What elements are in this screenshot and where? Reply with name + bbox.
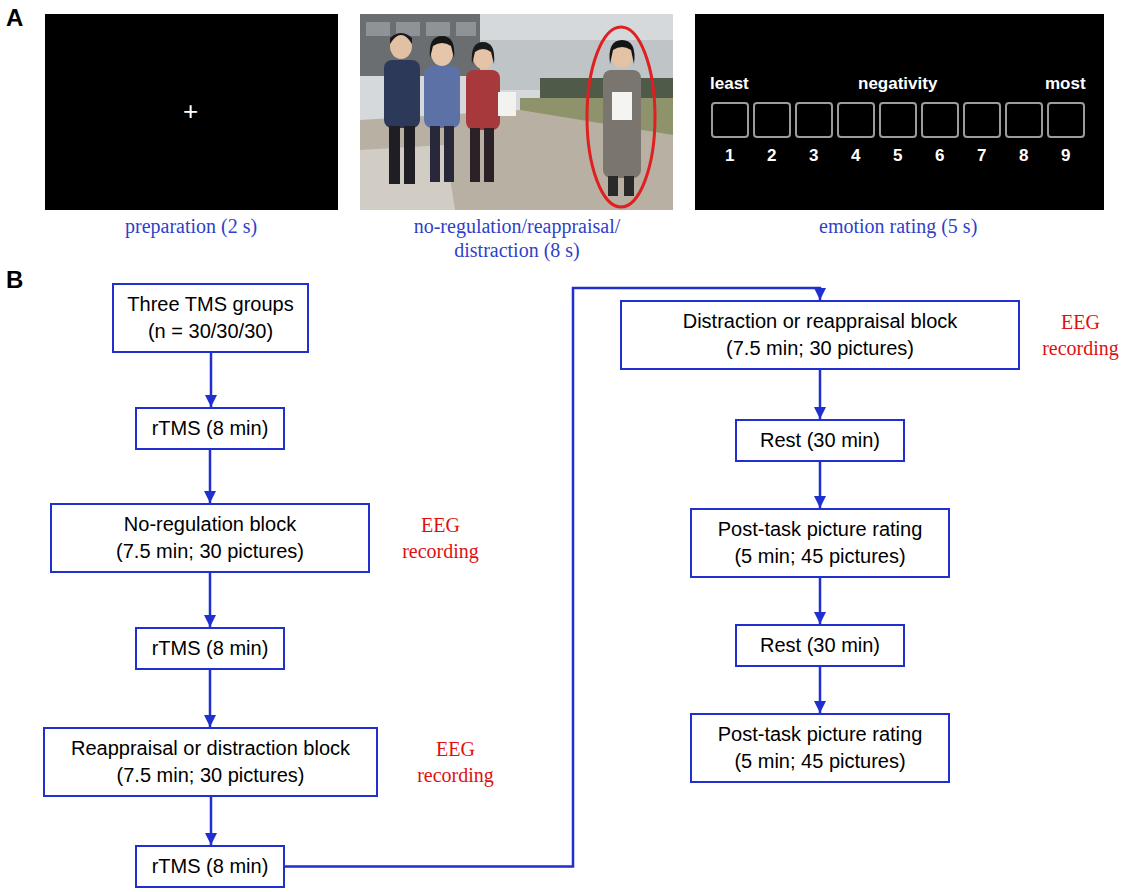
rtms-box: rTMS (8 min) — [135, 407, 285, 450]
flow-arrow — [210, 353, 213, 407]
box-text: Post-task picture rating (5 min; 45 pict… — [713, 721, 928, 775]
drawing-part — [430, 36, 455, 58]
box-text: Three TMS groups (n = 30/30/30) — [124, 291, 297, 345]
eeg-note: EEG recording — [1033, 309, 1128, 361]
drawing-part — [466, 70, 500, 130]
box-text: rTMS (8 min) — [152, 853, 269, 880]
flow-arrow — [819, 667, 822, 713]
flow-arrow — [819, 578, 822, 624]
box-text: Distraction or reappraisal block (7.5 mi… — [673, 308, 968, 362]
panel-letter: A — [6, 4, 23, 32]
stage-caption: no-regulation/reappraisal/ distraction (… — [386, 214, 648, 262]
stage-caption: preparation (2 s) — [125, 214, 257, 238]
rating-box: Post-task picture rating (5 min; 45 pict… — [690, 508, 950, 578]
flow-arrow — [819, 370, 822, 419]
drawing-part — [456, 22, 476, 36]
drawing-part — [472, 42, 495, 64]
scale-number: 8 — [1019, 146, 1028, 166]
scale-number: 4 — [851, 146, 860, 166]
drawing-part — [624, 176, 634, 196]
drawing-part — [964, 103, 1000, 137]
block-box: No-regulation block (7.5 min; 30 picture… — [50, 503, 370, 573]
drawing-part — [360, 14, 480, 76]
flow-arrow — [209, 450, 212, 503]
scale-end-label: least — [710, 74, 749, 94]
box-text: Post-task picture rating (5 min; 45 pict… — [713, 516, 928, 570]
scale-number: 9 — [1061, 146, 1070, 166]
box-text: Rest (30 min) — [760, 427, 880, 454]
fixation-cross: + — [183, 98, 198, 124]
box-text: No-regulation block (7.5 min; 30 picture… — [110, 511, 310, 565]
flow-arrow — [210, 797, 213, 845]
panel-letter: B — [6, 266, 23, 294]
box-text: rTMS (8 min) — [152, 635, 269, 662]
rtms-box: rTMS (8 min) — [135, 845, 285, 888]
drawing-part — [587, 27, 655, 207]
rating-box: Post-task picture rating (5 min; 45 pict… — [690, 713, 950, 783]
drawing-part — [484, 128, 494, 182]
scale-number: 2 — [767, 146, 776, 166]
flow-arrow — [819, 462, 822, 508]
rating-boxes — [712, 103, 1084, 137]
drawing-part — [444, 126, 454, 182]
rating-screen — [695, 14, 1104, 210]
drawing-part — [612, 92, 632, 120]
eeg-note: EEG recording — [408, 736, 503, 788]
block-box: Reappraisal or distraction block (7.5 mi… — [43, 727, 378, 797]
drawing-part — [603, 70, 641, 178]
drawing-part — [838, 103, 874, 137]
groups-box: Three TMS groups (n = 30/30/30) — [112, 283, 309, 353]
scale-number: 5 — [893, 146, 902, 166]
drawing-part — [712, 103, 748, 137]
drawing-part — [366, 22, 390, 36]
drawing-part — [610, 40, 635, 64]
flow-arrow — [209, 670, 212, 727]
scale-number: 6 — [935, 146, 944, 166]
drawing-part — [1048, 103, 1084, 137]
rest-box: Rest (30 min) — [735, 624, 905, 667]
stage-caption: emotion rating (5 s) — [819, 214, 977, 238]
drawing-part — [1006, 103, 1042, 137]
drawing-part — [404, 126, 415, 184]
flow-arrow — [209, 573, 212, 627]
scale-number: 1 — [725, 146, 734, 166]
drawing-part — [390, 33, 412, 44]
drawing-part — [390, 33, 412, 59]
scale-title: negativity — [858, 74, 937, 94]
drawing-part — [426, 22, 450, 36]
scale-number: 7 — [977, 146, 986, 166]
drawing-part — [880, 103, 916, 137]
drawing-part — [754, 103, 790, 137]
drawing-part — [384, 60, 420, 128]
drawing-part — [360, 14, 673, 210]
fixation-screen — [45, 14, 338, 210]
drawing-part — [608, 176, 618, 196]
drawing-part — [498, 92, 516, 116]
eeg-note: EEG recording — [393, 512, 488, 564]
drawing-part — [424, 66, 460, 128]
drawing-part — [470, 128, 480, 182]
scale-end-label: most — [1045, 74, 1086, 94]
drawing-part — [389, 126, 400, 184]
block-box: Distraction or reappraisal block (7.5 mi… — [620, 300, 1020, 370]
drawing-part — [922, 103, 958, 137]
photo-stimulus — [360, 14, 673, 210]
rest-box: Rest (30 min) — [735, 419, 905, 462]
box-text: rTMS (8 min) — [152, 415, 269, 442]
box-text: Reappraisal or distraction block (7.5 mi… — [63, 735, 358, 789]
box-text: Rest (30 min) — [760, 632, 880, 659]
drawing-part — [430, 126, 440, 182]
scale-number: 3 — [809, 146, 818, 166]
drawing-part — [796, 103, 832, 137]
rtms-box: rTMS (8 min) — [135, 627, 285, 670]
